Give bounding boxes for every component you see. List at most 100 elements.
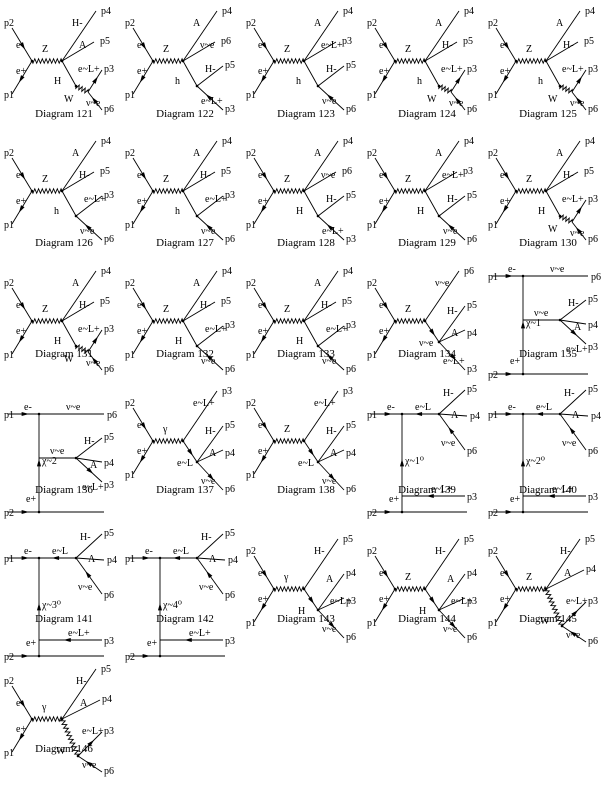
outgoing-momentum: p6: [346, 484, 356, 495]
fermion-arrow: [502, 603, 509, 611]
fermion-arrow: [51, 555, 60, 561]
outgoing-particle-label: H-: [447, 194, 458, 205]
incoming-particle-label: e+: [379, 66, 389, 77]
incoming-momentum-p2: p2: [4, 148, 14, 159]
propagator-label: Z: [284, 424, 290, 435]
outgoing-line: [75, 195, 103, 217]
incoming-particle-label: e+: [16, 724, 26, 735]
incoming-momentum-p1: p1: [4, 748, 14, 759]
outgoing-particle-label: H-: [435, 546, 446, 557]
fermion-arrow: [205, 94, 213, 101]
vertex-dot: [30, 189, 34, 193]
incoming-momentum-p1: p1: [246, 618, 256, 629]
outgoing-particle-label: e~L+: [562, 194, 584, 205]
outgoing-particle-label: e~L+: [82, 482, 104, 493]
incoming-momentum-p2: p2: [246, 148, 256, 159]
incoming-particle-label: e-: [145, 546, 153, 557]
outgoing-particle-label: H-: [326, 426, 337, 437]
internal-particle-label: e~L: [415, 402, 431, 413]
fermion-arrow: [381, 603, 388, 611]
outgoing-particle-label: ν~e: [86, 98, 101, 109]
fermion-arrow: [207, 473, 215, 481]
outgoing-particle-label: A: [572, 410, 580, 421]
outgoing-particle-label: A: [330, 448, 338, 459]
incoming-momentum-p2: p2: [488, 18, 498, 29]
outgoing-particle-label: H-: [80, 532, 91, 543]
diagram-caption: Diagram 144: [398, 613, 456, 625]
fermion-arrow: [328, 473, 336, 481]
diagram-caption: Diagram 128: [277, 237, 335, 249]
fermion-arrow: [85, 570, 92, 579]
fermion-arrow: [308, 448, 314, 456]
incoming-particle-label: e-: [24, 546, 32, 557]
internal-particle-label: ν~e: [50, 446, 65, 457]
fermion-arrow: [19, 700, 26, 708]
incoming-momentum-p1: p1: [4, 410, 14, 421]
outgoing-momentum: p6: [467, 632, 477, 643]
outgoing-particle-label: ν~e: [82, 760, 97, 771]
incoming-particle-label: e+: [510, 494, 520, 505]
exchange-particle-label: χ~1⁰: [404, 456, 424, 467]
internal-particle-label: H: [54, 76, 61, 87]
outgoing-momentum: p4: [225, 448, 235, 459]
internal-line: [424, 190, 440, 217]
outgoing-momentum: p3: [225, 636, 235, 647]
outgoing-particle-label: e~L+: [552, 484, 574, 495]
outgoing-momentum: p5: [585, 534, 595, 545]
outgoing-particle-label: ν~e: [566, 630, 581, 641]
boson-propagator: [273, 437, 305, 445]
internal-particle-label: ν~e: [419, 338, 434, 349]
fermion-arrow: [382, 172, 389, 180]
outgoing-particle-label: ν~e: [322, 96, 337, 107]
outgoing-momentum: p5: [346, 420, 356, 431]
w-boson-propagator: [75, 84, 89, 94]
incoming-particle-label: e+: [258, 196, 268, 207]
vertex-dot: [393, 189, 397, 193]
incoming-particle-label: e-: [508, 264, 516, 275]
fermion-arrow: [381, 335, 388, 343]
fermion-arrow: [399, 459, 405, 467]
outgoing-momentum: p5: [467, 190, 477, 201]
outgoing-momentum: p5: [464, 534, 474, 545]
outgoing-momentum: p4: [585, 136, 595, 147]
outgoing-momentum: p5: [588, 384, 598, 395]
incoming-particle-label: e-: [16, 40, 24, 51]
diagram-caption: Diagram 136: [35, 484, 93, 496]
outgoing-line: [438, 305, 466, 343]
outgoing-momentum: p6: [467, 234, 477, 245]
outgoing-line: [317, 597, 345, 611]
fermion-arrow: [381, 75, 388, 83]
outgoing-particle-label: ν~e: [201, 226, 216, 237]
internal-particle-label: h: [54, 206, 59, 217]
outgoing-momentum: p4: [346, 568, 356, 579]
outgoing-momentum: p3: [222, 386, 232, 397]
fermion-arrow: [505, 411, 514, 417]
incoming-momentum-p2: p2: [4, 278, 14, 289]
outgoing-momentum: p3: [588, 64, 598, 75]
outgoing-momentum: p4: [467, 328, 477, 339]
internal-particle-label: e~L: [298, 458, 314, 469]
incoming-momentum-p1: p1: [246, 470, 256, 481]
fermion-arrow: [261, 302, 268, 310]
outgoing-line: [61, 301, 95, 322]
outgoing-particle-label: e~L+: [442, 170, 464, 181]
outgoing-particle-label: ν~e: [570, 228, 585, 239]
outgoing-momentum: p6: [225, 364, 235, 375]
outgoing-momentum: p5: [100, 166, 110, 177]
incoming-momentum-p1: p1: [488, 272, 498, 283]
outgoing-line: [196, 533, 224, 559]
vertex-dot: [514, 587, 518, 591]
outgoing-particle-label: H-: [314, 546, 325, 557]
incoming-momentum-p2: p2: [125, 148, 135, 159]
incoming-momentum-p1: p1: [367, 350, 377, 361]
incoming-momentum-p2: p2: [488, 508, 498, 519]
fermion-arrow: [84, 224, 92, 231]
fermion-arrow: [261, 172, 268, 180]
exchange-particle-label: χ~3⁰: [41, 600, 61, 611]
outgoing-particle-label: H-: [205, 426, 216, 437]
boson-propagator: [152, 187, 184, 195]
